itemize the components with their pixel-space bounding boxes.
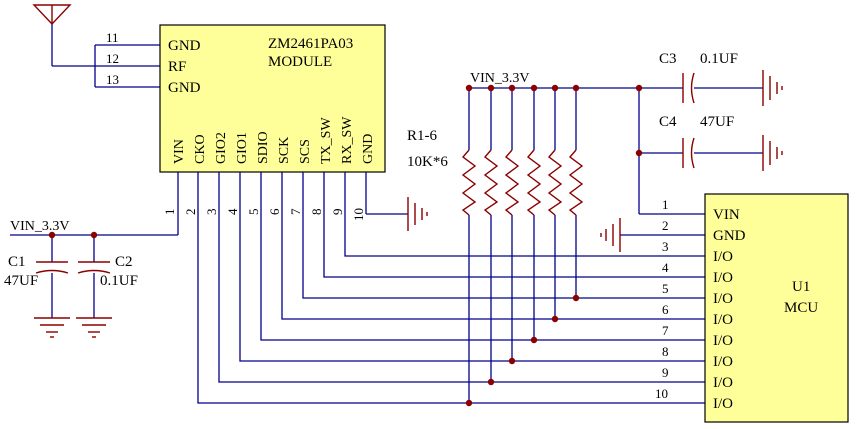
mcu-pin-number-1: 1 — [662, 197, 669, 212]
pin-number-10: 10 — [351, 208, 366, 221]
c3-ref: C3 — [659, 51, 677, 67]
module-pin-label-scs: SCS — [298, 139, 313, 164]
resistor-r4 — [526, 149, 542, 216]
resistor-r2 — [483, 149, 499, 216]
mcu-pin-number-2: 2 — [662, 218, 669, 233]
c1-ref: C1 — [8, 254, 26, 270]
resistor-r3 — [504, 149, 520, 216]
pin-number-9: 9 — [330, 209, 345, 216]
left-decoupling — [51, 235, 95, 318]
pin-number-3: 3 — [204, 209, 219, 216]
module-pin-label-gio1: GIO1 — [235, 132, 250, 164]
resistor-r1 — [461, 149, 477, 216]
ground-icon — [34, 317, 70, 338]
mcu-pin-number-6: 6 — [662, 302, 669, 317]
ground-icon — [407, 197, 428, 231]
resistor-value: 10K*6 — [407, 154, 448, 170]
antenna-symbol — [32, 4, 72, 66]
pin-number-12: 12 — [106, 51, 119, 66]
pin-number-5: 5 — [246, 209, 261, 216]
module-pin-label-vin: VIN — [172, 139, 187, 164]
mcu-name: MCU — [784, 300, 818, 316]
pin-number-7: 7 — [288, 208, 303, 215]
ground-icon — [76, 317, 112, 338]
mcu-pin-label-io-3: I/O — [713, 249, 733, 265]
module-pin-label-sck: SCK — [277, 137, 292, 164]
ground-icon — [600, 218, 621, 252]
module-box — [159, 24, 386, 173]
bus-wires — [10, 172, 705, 404]
c3-value: 0.1UF — [700, 51, 738, 67]
mcu-pin-number-10: 10 — [655, 386, 668, 401]
module-pin-label-rx-sw: RX_SW — [340, 116, 355, 164]
pin-number-4: 4 — [225, 208, 240, 215]
module-name: ZM2461PA03 — [268, 36, 353, 52]
module-pin-label-tx-sw: TX_SW — [319, 117, 334, 164]
resistor-r5 — [547, 149, 563, 216]
pin-number-8: 8 — [309, 209, 324, 216]
pin-number-13: 13 — [106, 72, 119, 87]
mcu-pin-label-io-10: I/O — [713, 396, 733, 412]
mcu-pin-label-gnd: GND — [713, 228, 746, 244]
module-subtitle: MODULE — [268, 54, 332, 70]
mcu-pin-number-3: 3 — [662, 239, 669, 254]
module-pin-label-gnd-13: GND — [168, 80, 201, 96]
pin-number-2: 2 — [183, 209, 198, 216]
mcu-box — [704, 193, 849, 423]
module-pin-label-gnd-10: GND — [361, 134, 376, 164]
vin-label-right: VIN_3.3V — [470, 71, 530, 86]
capacitor-c2 — [77, 261, 111, 274]
c2-value: 0.1UF — [100, 273, 138, 289]
right-supply-net — [620, 87, 763, 236]
mcu-pin-label-io-9: I/O — [713, 375, 733, 391]
mcu-pin-label-io-6: I/O — [713, 312, 733, 328]
mcu-pin-number-7: 7 — [662, 323, 669, 338]
mcu-pin-label-io-5: I/O — [713, 291, 733, 307]
resistor-r6 — [568, 149, 584, 216]
module-pin-label-sdio: SDIO — [256, 131, 271, 164]
capacitor-c4 — [682, 137, 695, 169]
vin-label-left: VIN_3.3V — [10, 219, 70, 234]
junction-dots — [48, 84, 643, 407]
pin-number-11: 11 — [106, 30, 119, 45]
ground-icon — [762, 135, 783, 171]
mcu-pin-label-io-4: I/O — [713, 270, 733, 286]
mcu-pin-number-9: 9 — [662, 365, 669, 380]
module-pin-label-gnd-11: GND — [168, 38, 201, 54]
mcu-ref: U1 — [792, 279, 810, 295]
module-pin-label-rf: RF — [168, 59, 186, 75]
mcu-pin-label-io-7: I/O — [713, 333, 733, 349]
resistor-ref: R1-6 — [407, 128, 438, 144]
c2-ref: C2 — [115, 254, 133, 270]
mcu-pin-number-8: 8 — [662, 344, 669, 359]
capacitor-c1 — [35, 261, 69, 274]
capacitor-c3 — [682, 72, 695, 104]
c4-value: 47UF — [700, 114, 734, 130]
module-pin-label-gio2: GIO2 — [214, 132, 229, 164]
c4-ref: C4 — [659, 114, 677, 130]
mcu-pin-label-io-8: I/O — [713, 354, 733, 370]
mcu-pin-number-5: 5 — [662, 281, 669, 296]
mcu-pin-number-4: 4 — [662, 260, 669, 275]
pin-number-6: 6 — [267, 208, 282, 215]
mcu-pin-label-vin: VIN — [713, 207, 740, 223]
c1-value: 47UF — [4, 273, 38, 289]
module-pin-label-cko: CKO — [193, 134, 208, 164]
ground-icon — [762, 70, 783, 106]
pin-number-1: 1 — [162, 209, 177, 216]
